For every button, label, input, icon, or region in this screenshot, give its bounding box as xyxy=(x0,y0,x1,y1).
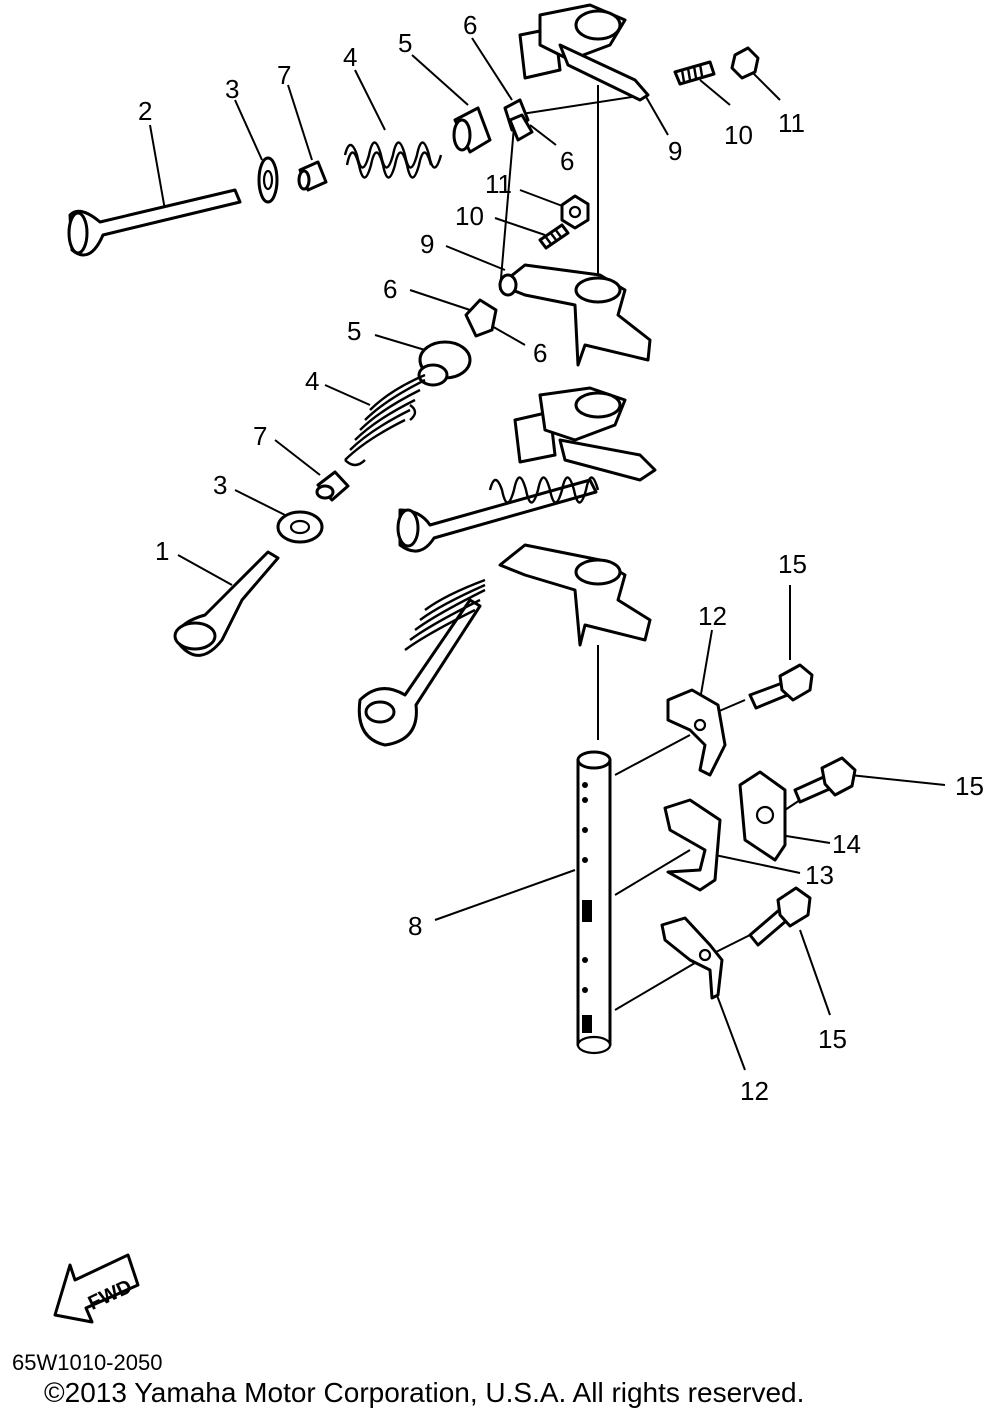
callout-4: 4 xyxy=(343,42,357,72)
intake-valve xyxy=(173,550,280,657)
exhaust-valve xyxy=(67,188,242,257)
bolt-upper xyxy=(748,663,814,710)
bolt-lower xyxy=(748,886,812,947)
callout-3: 3 xyxy=(225,74,239,104)
callout-1: 1 xyxy=(155,536,169,566)
callout-6: 6 xyxy=(533,338,547,368)
assembled-rocker-lower xyxy=(498,543,652,647)
callout-9: 9 xyxy=(668,136,682,166)
washer-middle xyxy=(276,510,324,544)
callout-2: 2 xyxy=(138,96,152,126)
callout-12: 12 xyxy=(698,601,727,631)
assembled-valve-upper xyxy=(396,476,600,553)
adjusting-screw-upper xyxy=(673,60,716,86)
valve-cotters xyxy=(503,98,534,142)
rocker-arm-upper xyxy=(518,3,650,102)
shaft-clip xyxy=(663,798,722,892)
assembled-rocker-upper xyxy=(513,386,657,482)
callout-10: 10 xyxy=(724,120,753,150)
callout-6: 6 xyxy=(383,274,397,304)
lock-nut-upper xyxy=(730,46,760,80)
seal-middle xyxy=(315,470,350,502)
callout-11: 11 xyxy=(485,169,512,199)
shaft-plate xyxy=(738,770,787,862)
shaft-bracket-lower xyxy=(660,916,724,1000)
valve-stem-seal xyxy=(297,160,328,192)
callout-4: 4 xyxy=(305,366,319,396)
callout-10: 10 xyxy=(455,201,484,231)
bolt-middle xyxy=(793,756,857,804)
callout-14: 14 xyxy=(832,829,861,859)
diagram-code: 65W1010-2050 xyxy=(12,1350,163,1375)
callout-5: 5 xyxy=(398,28,412,58)
callout-3: 3 xyxy=(213,470,227,500)
valve-seat-washer xyxy=(257,156,279,204)
rocker-shaft xyxy=(576,750,612,1055)
callout-5: 5 xyxy=(347,316,361,346)
valve-spring xyxy=(343,141,443,179)
leader-lines xyxy=(149,37,946,1071)
cotters-middle xyxy=(464,298,498,338)
callout-15: 15 xyxy=(778,549,807,579)
callout-6: 6 xyxy=(463,10,477,40)
callout-15: 15 xyxy=(955,771,984,801)
callout-9: 9 xyxy=(420,229,434,259)
spring-retainer xyxy=(452,106,492,154)
callout-6: 6 xyxy=(560,146,574,176)
lock-nut-middle xyxy=(560,194,590,230)
callout-numbers: 1 2 3 3 4 4 5 5 6 6 6 6 7 7 8 9 9 10 10 … xyxy=(138,10,984,1106)
callout-15: 15 xyxy=(818,1024,847,1054)
shaft-bracket-upper xyxy=(666,688,727,777)
callout-11: 11 xyxy=(778,108,805,138)
fwd-arrow-icon xyxy=(53,1253,140,1324)
adjusting-screw-middle xyxy=(538,223,570,250)
callout-12: 12 xyxy=(740,1076,769,1106)
callout-13: 13 xyxy=(805,860,834,890)
callout-7: 7 xyxy=(277,60,291,90)
rocker-arm-middle xyxy=(498,263,652,367)
assembled-valve-lower xyxy=(357,578,486,747)
retainer-middle xyxy=(417,340,472,387)
callout-8: 8 xyxy=(408,911,422,941)
spring-middle xyxy=(344,373,426,467)
copyright-notice: ©2013 Yamaha Motor Corporation, U.S.A. A… xyxy=(44,1377,805,1408)
callout-7: 7 xyxy=(253,421,267,451)
